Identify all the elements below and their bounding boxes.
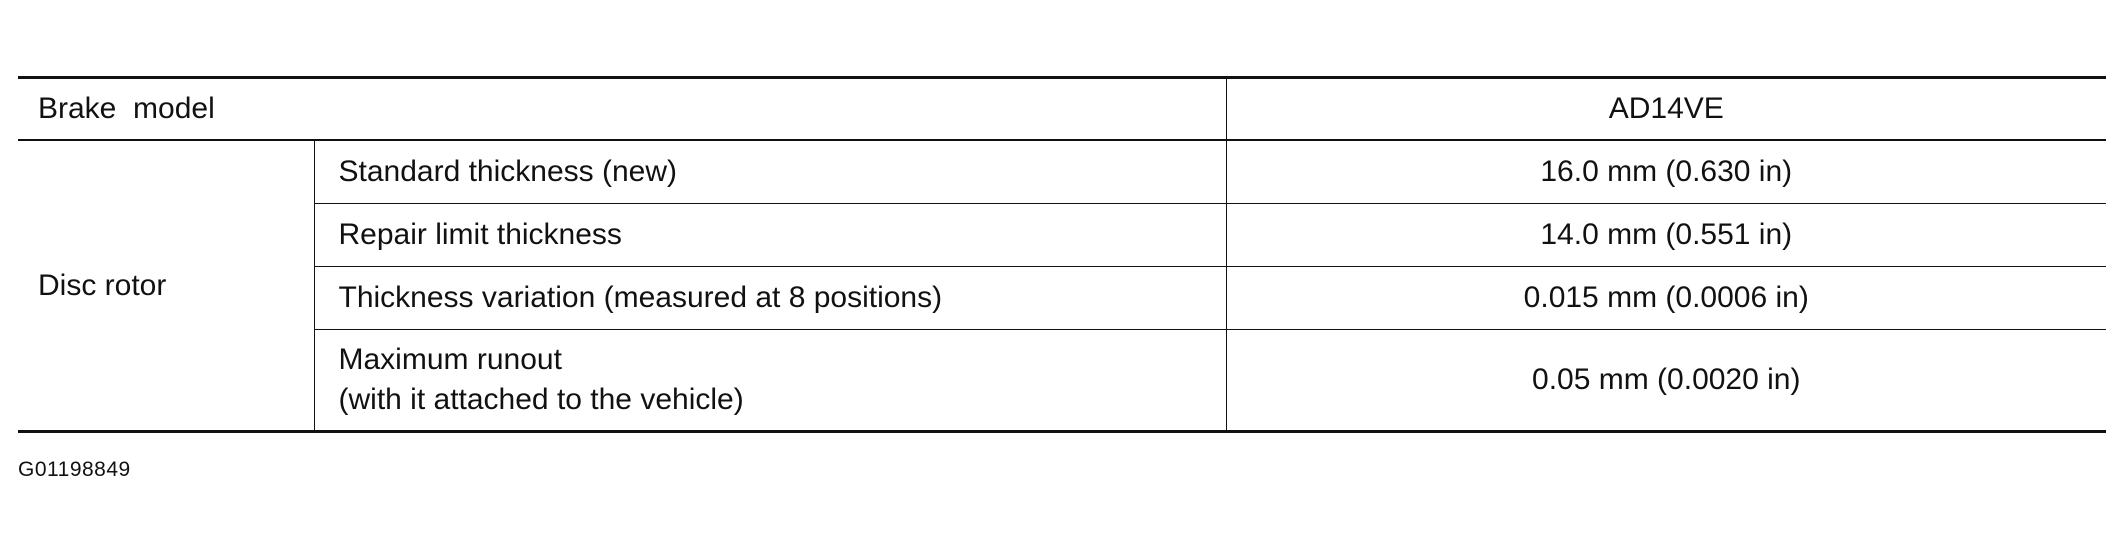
table-header-row: Brake model AD14VE — [18, 76, 2106, 141]
maximum-runout-label: Maximum runout (with it attached to the … — [314, 329, 1226, 433]
disc-rotor-label: Disc rotor — [18, 140, 315, 433]
figure-id: G01198849 — [18, 458, 131, 481]
standard-thickness-label: Standard thickness (new) — [314, 140, 1226, 204]
maximum-runout-label-line1: Maximum runout — [338, 343, 562, 376]
thickness-variation-label: Thickness variation (measured at 8 posit… — [314, 266, 1226, 330]
table-row: Maximum runout (with it attached to the … — [18, 329, 2106, 433]
maximum-runout-value: 0.05 mm (0.0020 in) — [1225, 329, 2106, 433]
brake-spec-table: Brake model AD14VE Disc rotor Standard t… — [18, 76, 2106, 433]
table-row: Thickness variation (measured at 8 posit… — [18, 266, 2106, 330]
repair-limit-value: 14.0 mm (0.551 in) — [1225, 203, 2106, 267]
thickness-variation-value: 0.015 mm (0.0006 in) — [1225, 266, 2106, 330]
maximum-runout-label-line2: (with it attached to the vehicle) — [338, 383, 744, 416]
table-row: Disc rotor Standard thickness (new) 16.0… — [18, 140, 2106, 433]
standard-thickness-value: 16.0 mm (0.630 in) — [1225, 140, 2106, 204]
brake-model-value: AD14VE — [1225, 76, 2106, 141]
brake-model-label: Brake model — [18, 76, 1226, 141]
table-row: Repair limit thickness 14.0 mm (0.551 in… — [18, 203, 2106, 267]
repair-limit-label: Repair limit thickness — [314, 203, 1226, 267]
